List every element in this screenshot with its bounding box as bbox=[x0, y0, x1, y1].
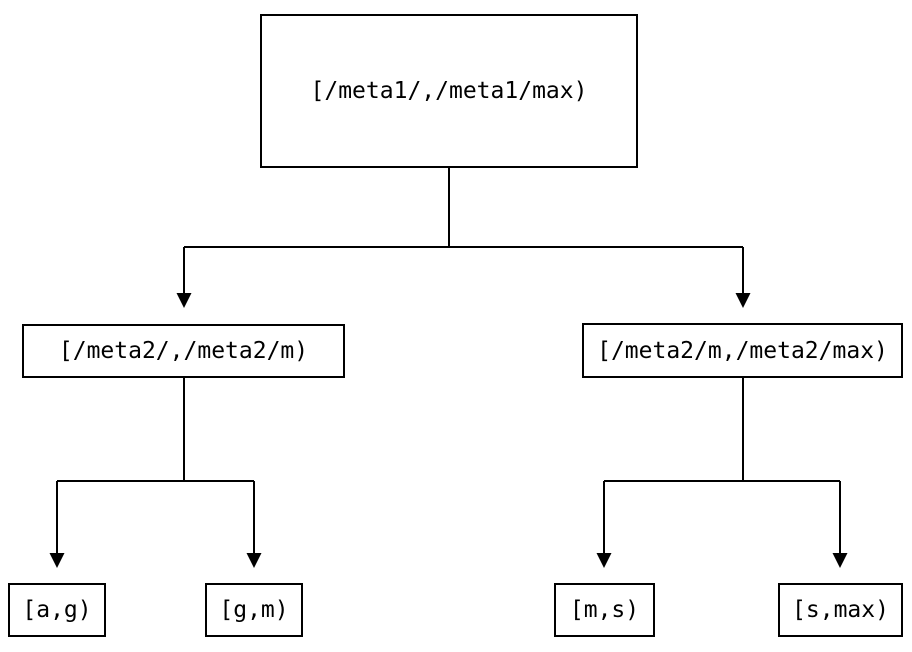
arrow-down-icon bbox=[596, 553, 612, 568]
node-leaf-ms: [m,s) bbox=[554, 583, 655, 637]
node-right-child: [/meta2/m,/meta2/max) bbox=[582, 323, 903, 378]
node-leaf-gm: [g,m) bbox=[205, 583, 303, 637]
arrow-down-icon bbox=[49, 553, 65, 568]
node-root-label: [/meta1/,/meta1/max) bbox=[310, 78, 588, 104]
arrow-down-icon bbox=[176, 293, 192, 308]
node-left-child: [/meta2/,/meta2/m) bbox=[22, 324, 345, 378]
arrow-down-icon bbox=[832, 553, 848, 568]
node-root: [/meta1/,/meta1/max) bbox=[260, 14, 638, 168]
node-leaf-smax-label: [s,max) bbox=[792, 597, 889, 623]
node-leaf-ag-label: [a,g) bbox=[22, 597, 92, 623]
node-leaf-smax: [s,max) bbox=[778, 583, 903, 637]
node-leaf-gm-label: [g,m) bbox=[219, 597, 289, 623]
node-leaf-ms-label: [m,s) bbox=[569, 597, 640, 623]
arrow-down-icon bbox=[735, 293, 751, 308]
arrow-down-icon bbox=[246, 553, 262, 568]
node-leaf-ag: [a,g) bbox=[8, 583, 106, 637]
node-left-child-label: [/meta2/,/meta2/m) bbox=[58, 338, 309, 364]
node-right-child-label: [/meta2/m,/meta2/max) bbox=[597, 337, 888, 364]
